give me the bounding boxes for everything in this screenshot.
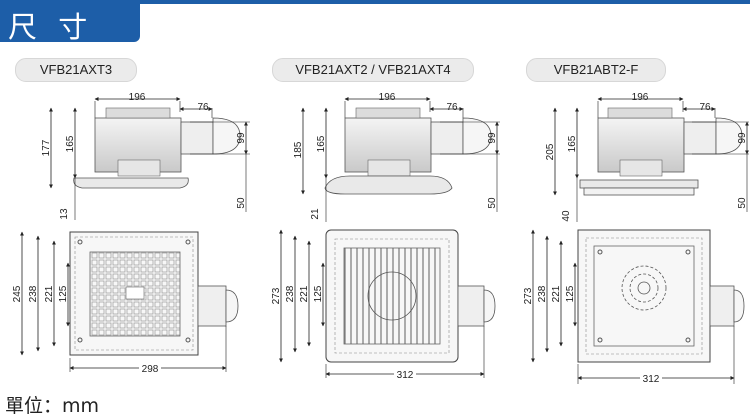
dim-bottom-inner-3: 238 (537, 285, 548, 302)
dim-bottom-slot-3: 125 (565, 285, 576, 302)
dim-side-width-2: 196 (379, 92, 396, 103)
dim-bottom-opening-1: 221 (44, 285, 55, 302)
dim-bottom-opening-2: 221 (299, 285, 310, 302)
dim-side-body-2: 165 (316, 135, 327, 152)
side-view-3: 196 76 205 165 40 99 50 (545, 92, 749, 222)
dim-side-total-3: 205 (545, 143, 556, 160)
bottom-view-3: 273 238 221 125 312 (523, 229, 745, 385)
title-tab: 尺 寸 圖 (0, 0, 140, 86)
dim-bottom-inner-2: 238 (285, 285, 296, 302)
dim-side-duct-height-3: 99 (737, 132, 748, 144)
dim-side-projection-3: 40 (561, 210, 572, 222)
dim-side-body-1: 165 (65, 135, 76, 152)
dim-side-width-1: 196 (129, 92, 146, 103)
dim-side-duct-height-1: 99 (236, 132, 247, 144)
side-view-2: 196 76 185 165 21 99 50 (293, 92, 500, 222)
dim-bottom-slot-2: 125 (313, 285, 324, 302)
dim-bottom-width-3: 312 (643, 374, 660, 385)
dim-side-projection-2: 21 (310, 208, 321, 220)
dim-side-duct-offset-1: 50 (236, 197, 247, 209)
dim-side-body-3: 165 (567, 135, 578, 152)
dim-side-total-2: 185 (293, 141, 304, 158)
dim-bottom-slot-1: 125 (58, 285, 69, 302)
side-view-1: 196 76 177 165 13 99 50 (41, 92, 250, 220)
dim-side-duct-1: 76 (197, 102, 209, 113)
page-title: 尺 寸 圖 (8, 10, 94, 86)
unit-label: 單位：mm (5, 395, 100, 417)
bottom-view-2: 273 238 221 125 312 (271, 229, 496, 381)
dim-bottom-opening-3: 221 (551, 285, 562, 302)
dim-side-duct-offset-2: 50 (487, 197, 498, 209)
dim-bottom-width-1: 298 (142, 364, 159, 375)
model-label-2: VFB21AXT2 / VFB21AXT4 (272, 58, 474, 82)
dim-side-projection-1: 13 (59, 208, 70, 220)
model-label-1: VFB21AXT3 (15, 58, 137, 82)
dim-bottom-outer-1: 245 (12, 285, 23, 302)
dim-bottom-width-2: 312 (397, 370, 414, 381)
dim-bottom-outer-2: 273 (271, 287, 282, 304)
dim-side-total-1: 177 (41, 139, 52, 156)
model-label-3: VFB21ABT2-F (526, 58, 666, 82)
dim-side-duct-3: 76 (699, 102, 711, 113)
dim-side-width-3: 196 (632, 92, 649, 103)
dim-side-duct-offset-3: 50 (737, 197, 748, 209)
dim-bottom-outer-3: 273 (523, 287, 534, 304)
dim-bottom-inner-1: 238 (28, 285, 39, 302)
dim-side-duct-height-2: 99 (487, 132, 498, 144)
bottom-view-1: 245 238 221 125 298 (12, 231, 239, 375)
dim-side-duct-2: 76 (446, 102, 458, 113)
header-bar (0, 0, 750, 4)
